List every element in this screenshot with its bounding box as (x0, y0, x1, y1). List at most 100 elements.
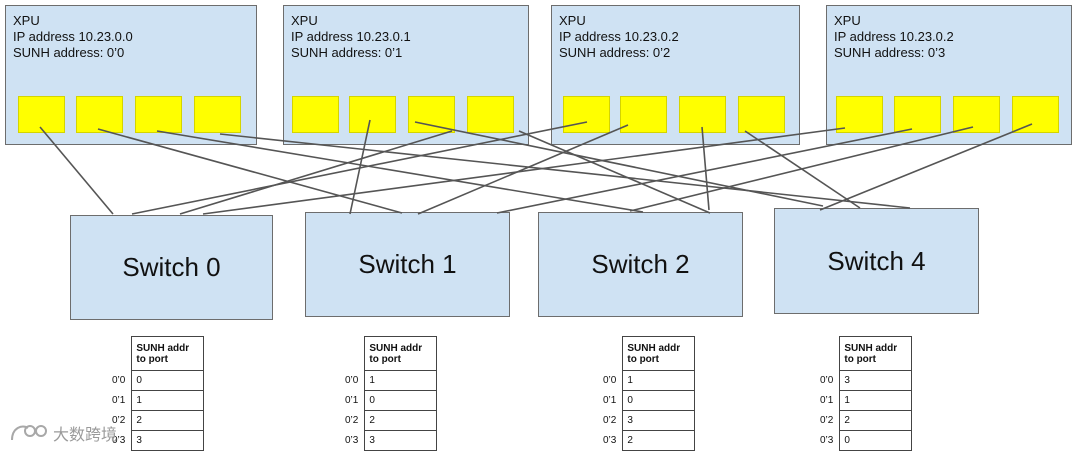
switch-label: Switch 1 (358, 249, 457, 279)
xpu-box-3: XPU IP address 10.23.0.2 SUNH address: 0… (826, 5, 1072, 145)
table-value: 3 (622, 410, 696, 431)
xpu-3-port-2 (953, 96, 1000, 133)
table-key: 0’2 (820, 415, 834, 426)
table-row: 0’3 2 (599, 430, 696, 451)
xpu-ip-address: IP address 10.23.0.0 (13, 29, 133, 44)
xpu-2-port-1 (620, 96, 667, 133)
table-row: 0’3 0 (816, 430, 913, 451)
xpu-sunh-address: SUNH address: 0’0 (13, 45, 125, 60)
xpu-0-port-2 (135, 96, 182, 133)
xpu-2-port-2 (679, 96, 726, 133)
xpu-sunh-address: SUNH address: 0’1 (291, 45, 403, 60)
switch-box-0: Switch 0 (70, 215, 273, 320)
table-value: 2 (622, 430, 696, 451)
xpu-0-port-0 (18, 96, 65, 133)
xpu-2-port-0 (563, 96, 610, 133)
table-key: 0’0 (345, 375, 359, 386)
switch-label: Switch 0 (122, 252, 221, 282)
switch-label: Switch 2 (591, 249, 690, 279)
table-key: 0’0 (820, 375, 834, 386)
table-row: 0’0 1 (599, 370, 696, 391)
table-key: 0’2 (345, 415, 359, 426)
routing-table-3: SUNH addr to port 0’0 3 0’1 1 0’2 2 0’3 0 (816, 336, 913, 451)
xpu-1-port-2 (408, 96, 455, 133)
table-row: 0’1 0 (341, 390, 438, 411)
table-value: 2 (839, 410, 913, 431)
table-row: 0’1 0 (599, 390, 696, 411)
table-row: 0’2 2 (341, 410, 438, 431)
xpu-ip-address: IP address 10.23.0.2 (834, 29, 954, 44)
watermark: 大数跨境 (8, 420, 117, 446)
xpu-box-1: XPU IP address 10.23.0.1 SUNH address: 0… (283, 5, 529, 145)
xpu-title: XPU (13, 13, 40, 28)
table-value: 0 (839, 430, 913, 451)
table-row: 0’3 3 (108, 430, 205, 451)
table-value: 0 (131, 370, 205, 391)
table-value: 2 (364, 410, 438, 431)
table-header: SUNH addr to port (622, 336, 696, 371)
table-value: 1 (839, 390, 913, 411)
table-key: 0’3 (603, 435, 617, 446)
routing-table-1: SUNH addr to port 0’0 1 0’1 0 0’2 2 0’3 3 (341, 336, 438, 451)
xpu-1-port-1 (349, 96, 396, 133)
xpu-box-2: XPU IP address 10.23.0.2 SUNH address: 0… (551, 5, 800, 145)
xpu-0-port-3 (194, 96, 241, 133)
switch-label: Switch 4 (827, 245, 926, 276)
xpu-1-port-0 (292, 96, 339, 133)
table-header: SUNH addr to port (364, 336, 438, 371)
xpu-title: XPU (834, 13, 861, 28)
xpu-sunh-address: SUNH address: 0’3 (834, 45, 946, 60)
table-row: 0’2 3 (599, 410, 696, 431)
table-header: SUNH addr to port (131, 336, 205, 371)
table-row: 0’0 0 (108, 370, 205, 391)
table-key: 0’2 (112, 415, 126, 426)
table-row: 0’0 3 (816, 370, 913, 391)
table-value: 2 (131, 410, 205, 431)
xpu-ip-address: IP address 10.23.0.1 (291, 29, 411, 44)
switch-box-1: Switch 1 (305, 212, 510, 317)
table-value: 3 (364, 430, 438, 451)
table-header: SUNH addr to port (839, 336, 913, 371)
xpu-0-port-1 (76, 96, 123, 133)
table-key: 0’3 (345, 435, 359, 446)
table-value: 3 (839, 370, 913, 391)
table-row: 0’1 1 (108, 390, 205, 411)
table-key: 0’3 (112, 435, 126, 446)
table-value: 1 (131, 390, 205, 411)
routing-table-2: SUNH addr to port 0’0 1 0’1 0 0’2 3 0’3 2 (599, 336, 696, 451)
xpu-box-0: XPU IP address 10.23.0.0 SUNH address: 0… (5, 5, 257, 145)
xpu-1-port-3 (467, 96, 514, 133)
table-row: 0’2 2 (108, 410, 205, 431)
table-row: 0’2 2 (816, 410, 913, 431)
table-row: 0’3 3 (341, 430, 438, 451)
table-value: 1 (364, 370, 438, 391)
xpu-title: XPU (291, 13, 318, 28)
table-key: 0’1 (603, 395, 617, 406)
switch-box-2: Switch 2 (538, 212, 743, 317)
table-key: 0’0 (603, 375, 617, 386)
table-value: 1 (622, 370, 696, 391)
table-key: 0’3 (820, 435, 834, 446)
xpu-3-port-1 (894, 96, 941, 133)
xpu-sunh-address: SUNH address: 0’2 (559, 45, 671, 60)
table-row: 0’0 1 (341, 370, 438, 391)
xpu-2-port-3 (738, 96, 785, 133)
table-key: 0’1 (112, 395, 126, 406)
xpu-ip-address: IP address 10.23.0.2 (559, 29, 679, 44)
table-value: 0 (622, 390, 696, 411)
wire-2 (219, 133, 911, 209)
table-value: 3 (131, 430, 205, 451)
watermark-text: 大数跨境 (53, 427, 118, 444)
table-key: 0’1 (345, 395, 359, 406)
xpu-title: XPU (559, 13, 586, 28)
switch-box-3: Switch 4 (774, 208, 979, 314)
table-key: 0’0 (112, 375, 126, 386)
table-value: 0 (364, 390, 438, 411)
table-key: 0’2 (603, 415, 617, 426)
table-key: 0’1 (820, 395, 834, 406)
routing-table-0: SUNH addr to port 0’0 0 0’1 1 0’2 2 0’3 3 (108, 336, 205, 451)
xpu-3-port-0 (836, 96, 883, 133)
wechat-logo-icon (11, 425, 47, 441)
xpu-3-port-3 (1012, 96, 1059, 133)
table-row: 0’1 1 (816, 390, 913, 411)
